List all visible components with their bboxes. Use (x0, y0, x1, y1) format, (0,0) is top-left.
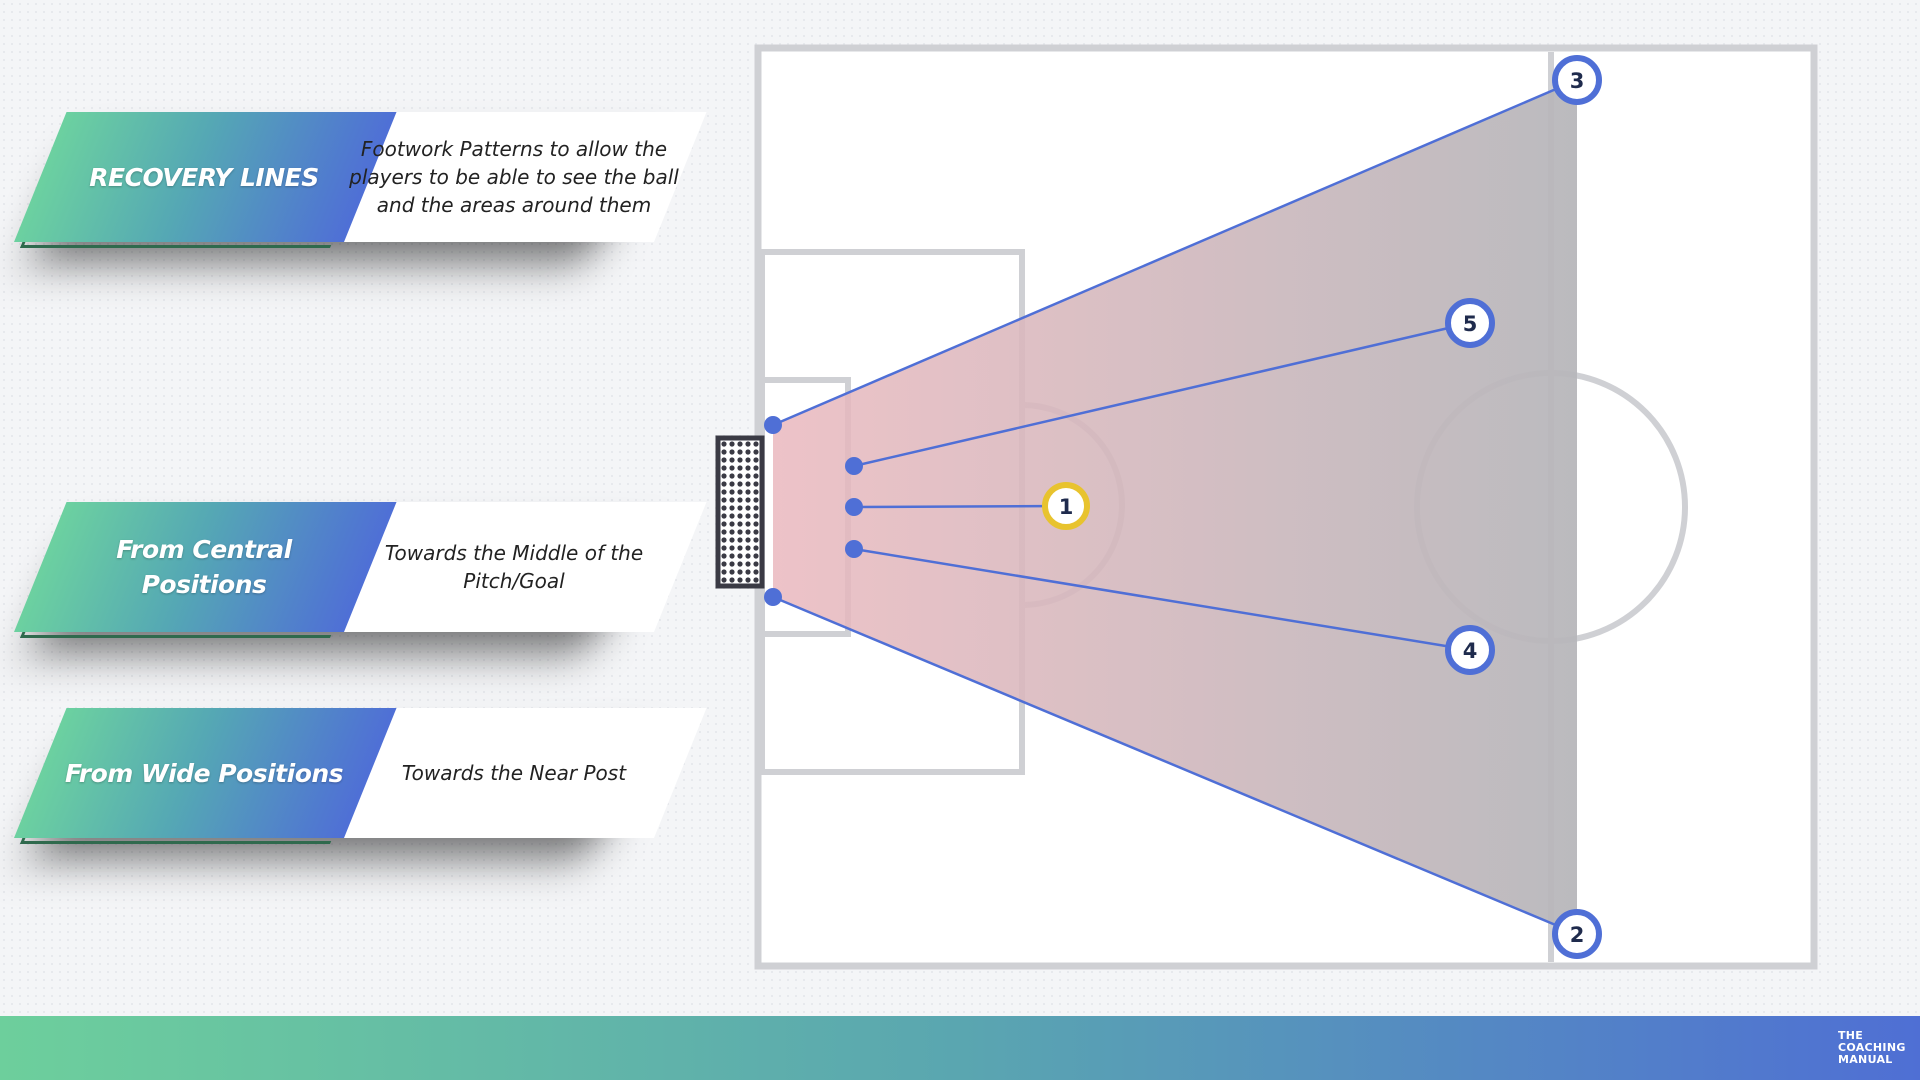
player-3-label: 3 (1570, 69, 1585, 93)
panel-title: RECOVERY LINES (89, 162, 319, 192)
panel-recovery-lines: RECOVERY LINES Footwork Patterns to allo… (14, 112, 707, 262)
panel-wide-positions: From Wide Positions Towards the Near Pos… (14, 708, 707, 858)
panel-title: From Wide Positions (64, 758, 344, 788)
player-2-label: 2 (1570, 923, 1585, 947)
brand-logo: THE COACHING MANUAL (1838, 1030, 1908, 1072)
panel-description: Towards the Near Post (401, 761, 627, 785)
target-dot-bottom-post (764, 588, 782, 606)
player-5: 5 (1445, 298, 1495, 348)
recovery-line-5 (853, 321, 1471, 468)
panel-description: Towards the Middle of the Pitch/Goal (384, 541, 644, 593)
target-dot-lower (845, 540, 863, 558)
panel-description: Footwork Patterns to allow the players t… (349, 137, 679, 217)
panel-title: From Central Positions (116, 535, 292, 599)
player-2: 2 (1552, 909, 1602, 959)
target-dot-centre (845, 498, 863, 516)
player-4: 4 (1445, 625, 1495, 675)
player-5-label: 5 (1463, 312, 1478, 336)
goal (715, 435, 765, 589)
player-1-label: 1 (1059, 495, 1074, 519)
recovery-line-3 (772, 78, 1578, 427)
player-3: 3 (1552, 55, 1602, 105)
target-dot-upper (845, 457, 863, 475)
panel-central-positions: From Central Positions Towards the Middl… (14, 502, 707, 652)
logo-line-3: MANUAL (1838, 1053, 1893, 1066)
logo-line-1: THE (1838, 1029, 1864, 1042)
target-dot-top-post (764, 416, 782, 434)
recovery-line-4 (853, 547, 1471, 652)
recovery-line-1 (853, 504, 1067, 509)
recovery-zone (773, 80, 1577, 934)
footer-bar (0, 1016, 1920, 1080)
logo-line-2: COACHING (1838, 1041, 1906, 1054)
player-4-label: 4 (1463, 639, 1478, 663)
player-1-goalkeeper: 1 (1042, 482, 1090, 530)
recovery-line-2 (772, 595, 1578, 936)
